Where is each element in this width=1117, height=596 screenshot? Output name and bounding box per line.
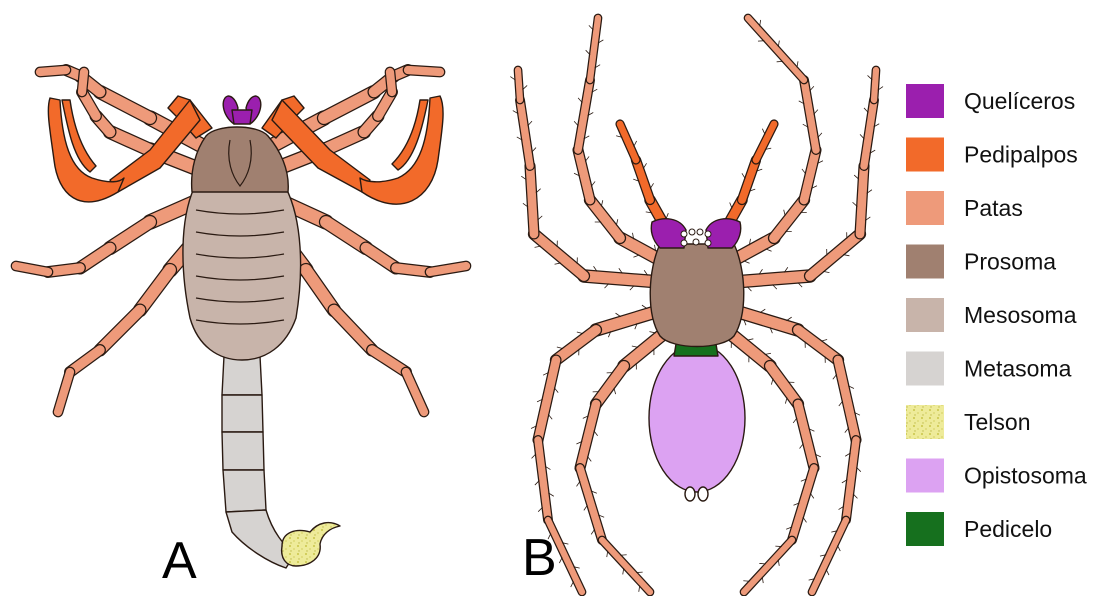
spider-leg-5 — [730, 18, 823, 263]
spider-pedipalp-left — [616, 124, 668, 232]
legend-item: Prosoma — [906, 245, 1056, 279]
legend-swatch — [906, 84, 944, 118]
legend-swatch — [906, 352, 944, 386]
legend-label: Prosoma — [964, 249, 1056, 275]
spider-illustration — [510, 18, 883, 592]
legend-item: Quelíceros — [906, 84, 1075, 118]
spider-pedipalps — [616, 124, 774, 232]
panel-letter-a: A — [162, 532, 197, 590]
legend-swatch — [906, 138, 944, 172]
legend-label: Patas — [964, 195, 1023, 221]
legend-label: Pedipalpos — [964, 142, 1078, 168]
spider-leg-8 — [726, 330, 821, 592]
legend-item: Metasoma — [906, 352, 1072, 386]
legend-item: Pedipalpos — [906, 138, 1078, 172]
panel-letter-b: B — [522, 529, 557, 587]
legend-item: Opistosoma — [906, 459, 1087, 493]
legend-label: Opistosoma — [964, 463, 1087, 489]
legend-swatch — [906, 245, 944, 279]
spider-leg-4 — [576, 330, 668, 592]
spider-leg-1 — [574, 18, 664, 262]
spider-body — [649, 219, 745, 501]
legend-label: Quelíceros — [964, 88, 1075, 114]
legend-swatch — [906, 191, 944, 225]
legend-item: Telson — [906, 405, 1030, 439]
legend-label: Mesosoma — [964, 302, 1077, 328]
scorpion-illustration — [16, 70, 466, 568]
legend-item: Mesosoma — [906, 298, 1077, 332]
legend-item: Pedicelo — [906, 512, 1052, 546]
legend-swatch — [906, 459, 944, 493]
spider-pedipalp-right — [724, 124, 774, 232]
legend-swatch — [906, 298, 944, 332]
legend-swatch — [906, 405, 944, 439]
legend-item: Patas — [906, 191, 1023, 225]
legend-label: Pedicelo — [964, 516, 1052, 542]
legend-swatch — [906, 512, 944, 546]
legend-label: Telson — [964, 409, 1030, 435]
legend-label: Metasoma — [964, 356, 1072, 382]
legend: QuelícerosPedipalposPatasProsomaMesosoma… — [906, 84, 1087, 546]
scorpion-leg-4 — [58, 230, 204, 412]
